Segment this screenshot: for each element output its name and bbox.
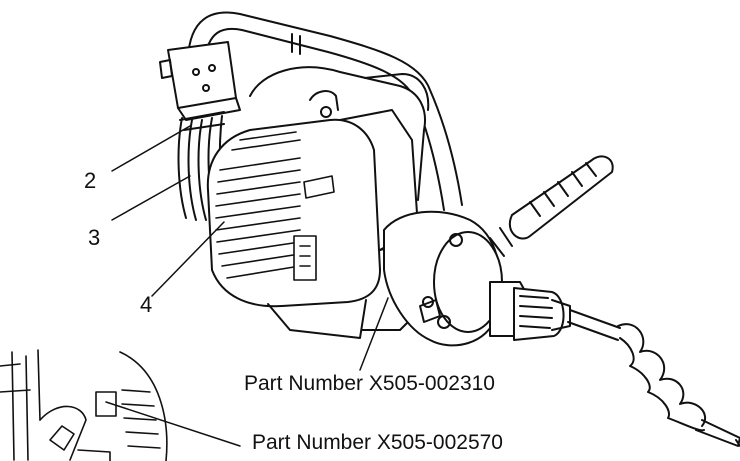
leader-part-2 <box>105 401 241 447</box>
throttle-grip <box>159 41 241 121</box>
engine-housing <box>206 66 431 339</box>
auger-bit <box>567 309 740 447</box>
side-grip <box>489 155 614 257</box>
part-number-label-1: Part Number X505-002310 <box>244 372 495 395</box>
leader-lines <box>105 125 389 447</box>
leader-4 <box>151 221 225 297</box>
gearbox <box>383 210 503 347</box>
leader-part-1 <box>359 297 389 371</box>
inset-detail <box>0 349 168 461</box>
drill-chuck <box>489 281 571 341</box>
leader-3 <box>111 175 191 221</box>
part-number-label-2: Part Number X505-002570 <box>252 431 503 454</box>
callout-3: 3 <box>88 225 101 250</box>
cooling-fins <box>215 131 335 281</box>
callout-4: 4 <box>140 292 153 317</box>
leader-2 <box>111 125 191 172</box>
callout-2: 2 <box>84 168 97 193</box>
